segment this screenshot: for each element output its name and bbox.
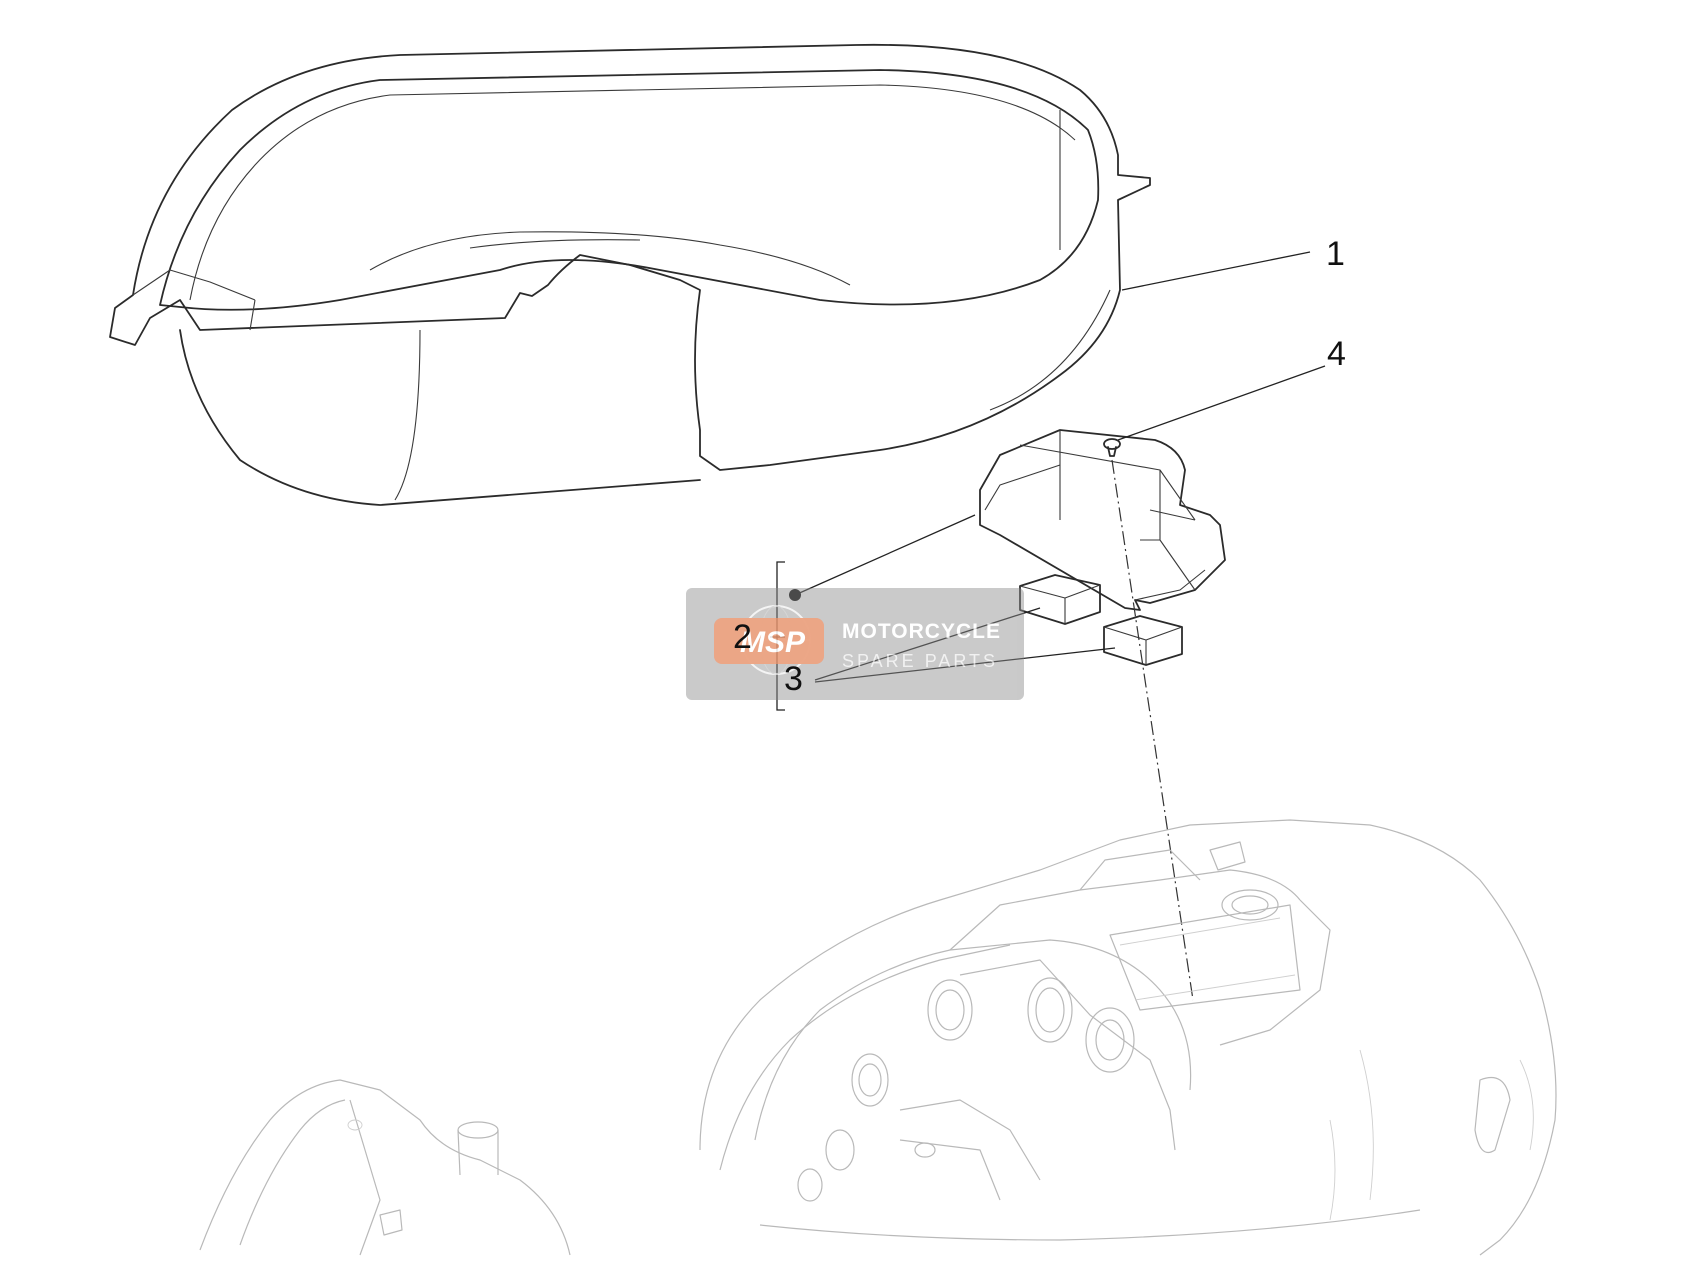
part-2-cover[interactable] <box>979 429 1226 611</box>
leader-line-3a <box>814 607 1041 681</box>
watermark-logo-badge <box>714 618 824 664</box>
watermark-logo: MSP <box>740 626 806 659</box>
assembly-axis <box>1111 459 1194 1001</box>
leader-dot-2 <box>789 589 801 601</box>
part-4-screw[interactable] <box>1103 438 1121 457</box>
scooter-body-frame <box>699 819 1557 1256</box>
leg-shield-part <box>199 1079 571 1256</box>
leader-line-3b <box>814 647 1116 683</box>
leader-line-1 <box>1121 251 1311 291</box>
leader-line-2 <box>794 514 976 596</box>
callout-1[interactable]: 1 <box>1326 235 1345 273</box>
callout-3[interactable]: 3 <box>784 660 803 698</box>
part-3-rubber-pads[interactable] <box>1019 574 1183 666</box>
rubber-pad-upper[interactable] <box>1019 574 1101 625</box>
callout-2[interactable]: 2 <box>733 618 752 656</box>
callout-4[interactable]: 4 <box>1327 335 1346 373</box>
watermark-subtitle: SPARE PARTS <box>842 651 998 671</box>
part-1-storage-tub[interactable] <box>109 43 1151 506</box>
watermark: MSP MOTORCYCLE SPARE PARTS <box>686 588 1024 700</box>
rubber-pad-lower[interactable] <box>1103 615 1183 666</box>
watermark-title: MOTORCYCLE <box>842 620 1001 643</box>
leader-line-4 <box>1117 365 1326 441</box>
